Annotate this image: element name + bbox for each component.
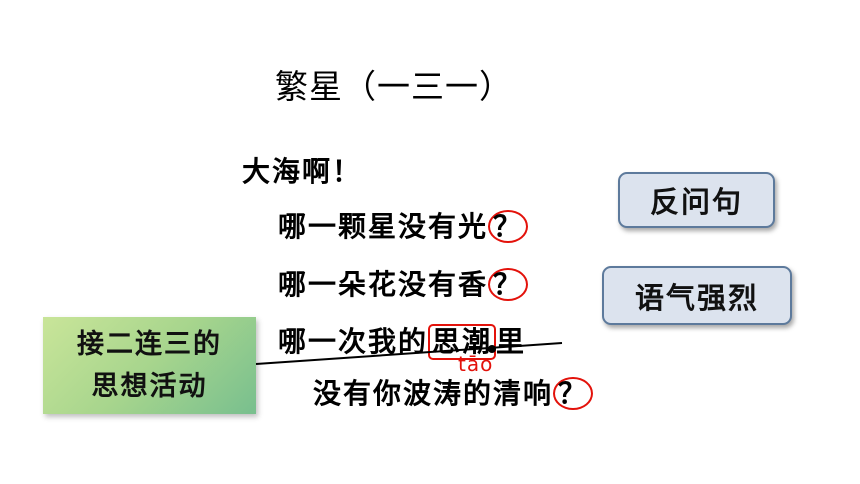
poem-line-1: 大海啊！ — [242, 155, 363, 188]
poem-title: 繁星（一三一） — [275, 67, 513, 106]
poem-line-2-text: 哪一颗星没有光 — [278, 210, 489, 243]
poem-line-4-after: 里 — [496, 325, 527, 358]
poem-line-5-text: 没有你波涛的清响 — [313, 377, 554, 410]
question-mark-circled: ？ — [488, 268, 529, 302]
question-mark-circled: ？ — [553, 377, 594, 411]
note-box-line-1: 接二连三的 — [77, 328, 222, 360]
strong-tone-tag: 语气强烈 — [602, 266, 792, 325]
poem-line-5: 没有你波涛的清响？ — [313, 372, 594, 412]
rhetorical-question-tag: 反问句 — [618, 172, 775, 228]
poem-line-4-before: 哪一次我的 — [278, 325, 429, 358]
note-box: 接二连三的 思想活动 — [43, 317, 256, 414]
poem-line-3-text: 哪一朵花没有香 — [278, 268, 489, 301]
question-mark-circled: ？ — [488, 210, 529, 244]
poem-line-3: 哪一朵花没有香？ — [278, 263, 529, 303]
note-box-line-2: 思想活动 — [91, 370, 208, 402]
poem-line-2: 哪一颗星没有光？ — [278, 205, 529, 245]
